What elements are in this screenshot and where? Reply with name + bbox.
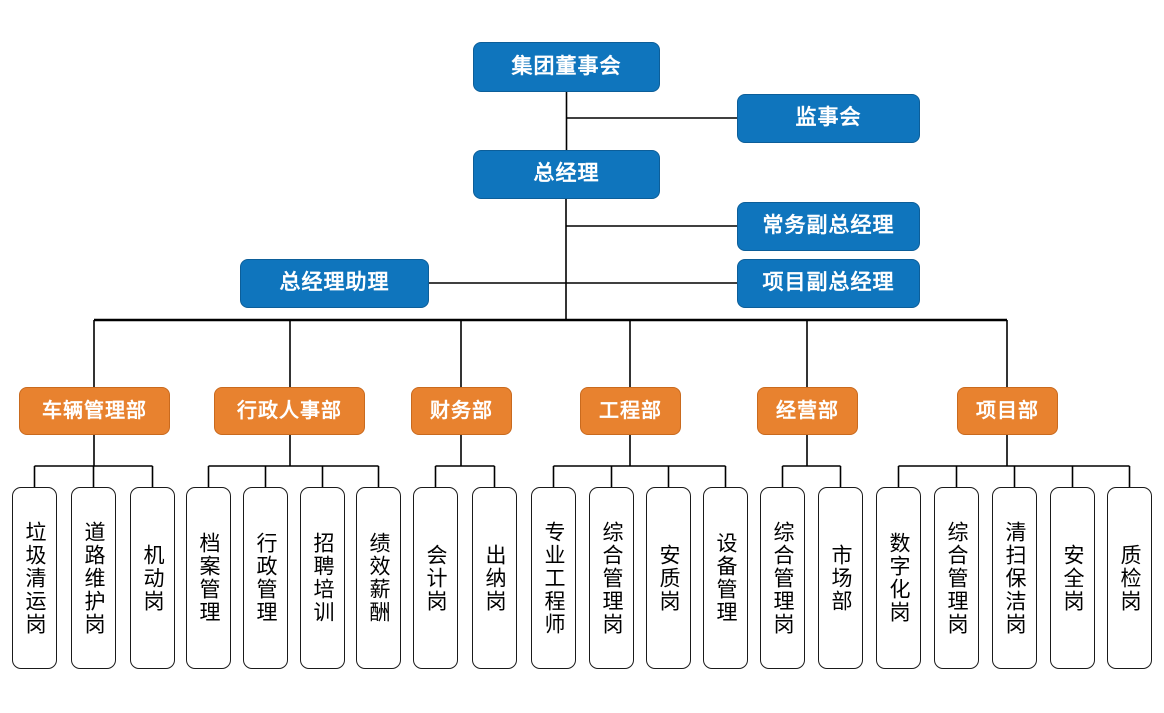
dept-project-node[interactable]: 项目部 (957, 387, 1058, 435)
dept-project-label: 项目部 (976, 399, 1039, 422)
supervisor-node[interactable]: 监事会 (737, 94, 920, 143)
dept-finance-node[interactable]: 财务部 (411, 387, 512, 435)
connector-lines (33, 92, 1131, 487)
gm-asst-label: 总经理助理 (279, 271, 390, 295)
pos-adminmgmt-label: 行政管理 (254, 532, 277, 624)
pos-recruit-label: 招聘培训 (311, 532, 334, 624)
gm-asst-node[interactable]: 总经理助理 (240, 259, 429, 308)
supervisor-label: 监事会 (795, 106, 862, 130)
pos-road-node[interactable]: 道路维护岗 (71, 487, 116, 669)
pos-safety-node[interactable]: 安全岗 (1050, 487, 1095, 669)
pos-bizmgmt-label: 综合管理岗 (771, 520, 794, 636)
dept-biz-node[interactable]: 经营部 (757, 387, 858, 435)
pos-perf-label: 绩效薪酬 (367, 532, 390, 624)
pos-recruit-node[interactable]: 招聘培训 (300, 487, 345, 669)
pos-engineer-node[interactable]: 专业工程师 (531, 487, 576, 669)
proj-vp-label: 项目副总经理 (762, 271, 895, 295)
pos-safety-q-node[interactable]: 安质岗 (646, 487, 691, 669)
pos-road-label: 道路维护岗 (82, 520, 105, 636)
pos-mobile-node[interactable]: 机动岗 (130, 487, 175, 669)
proj-vp-node[interactable]: 项目副总经理 (737, 259, 920, 308)
pos-archive-node[interactable]: 档案管理 (186, 487, 231, 669)
pos-engineer-label: 专业工程师 (542, 520, 565, 636)
dept-vehicle-label: 车辆管理部 (42, 399, 147, 422)
evp-node[interactable]: 常务副总经理 (737, 202, 920, 251)
pos-market-label: 市场部 (829, 543, 852, 613)
pos-projmgmt-label: 综合管理岗 (945, 520, 968, 636)
pos-safety-q-label: 安质岗 (657, 543, 680, 613)
pos-account-node[interactable]: 会计岗 (413, 487, 458, 669)
dept-eng-node[interactable]: 工程部 (580, 387, 681, 435)
gm-node[interactable]: 总经理 (473, 150, 660, 199)
dept-biz-label: 经营部 (776, 399, 839, 422)
pos-bizmgmt-node[interactable]: 综合管理岗 (760, 487, 805, 669)
pos-waste-node[interactable]: 垃圾清运岗 (12, 487, 57, 669)
dept-admin-label: 行政人事部 (237, 399, 342, 422)
pos-cashier-node[interactable]: 出纳岗 (472, 487, 517, 669)
pos-projmgmt-node[interactable]: 综合管理岗 (934, 487, 979, 669)
dept-eng-label: 工程部 (599, 399, 662, 422)
pos-market-node[interactable]: 市场部 (818, 487, 863, 669)
dept-admin-node[interactable]: 行政人事部 (214, 387, 365, 435)
pos-cashier-label: 出纳岗 (483, 543, 506, 613)
pos-digital-node[interactable]: 数字化岗 (876, 487, 921, 669)
gm-label: 总经理 (533, 162, 600, 186)
pos-adminmgmt-node[interactable]: 行政管理 (243, 487, 288, 669)
pos-equip-label: 设备管理 (714, 532, 737, 624)
pos-digital-label: 数字化岗 (887, 532, 910, 624)
pos-account-label: 会计岗 (424, 543, 447, 613)
dept-vehicle-node[interactable]: 车辆管理部 (19, 387, 170, 435)
pos-archive-label: 档案管理 (197, 532, 220, 624)
pos-waste-label: 垃圾清运岗 (23, 520, 46, 636)
board-label: 集团董事会 (511, 54, 622, 78)
pos-mobile-label: 机动岗 (141, 543, 164, 613)
pos-clean-node[interactable]: 清扫保洁岗 (992, 487, 1037, 669)
pos-engmgmt-node[interactable]: 综合管理岗 (589, 487, 634, 669)
pos-equip-node[interactable]: 设备管理 (703, 487, 748, 669)
board-node[interactable]: 集团董事会 (473, 42, 660, 92)
pos-safety-label: 安全岗 (1061, 543, 1084, 613)
pos-quality-node[interactable]: 质检岗 (1107, 487, 1152, 669)
evp-label: 常务副总经理 (762, 214, 895, 238)
pos-quality-label: 质检岗 (1118, 543, 1141, 613)
pos-engmgmt-label: 综合管理岗 (600, 520, 623, 636)
pos-clean-label: 清扫保洁岗 (1003, 520, 1026, 636)
pos-perf-node[interactable]: 绩效薪酬 (356, 487, 401, 669)
dept-finance-label: 财务部 (430, 399, 493, 422)
